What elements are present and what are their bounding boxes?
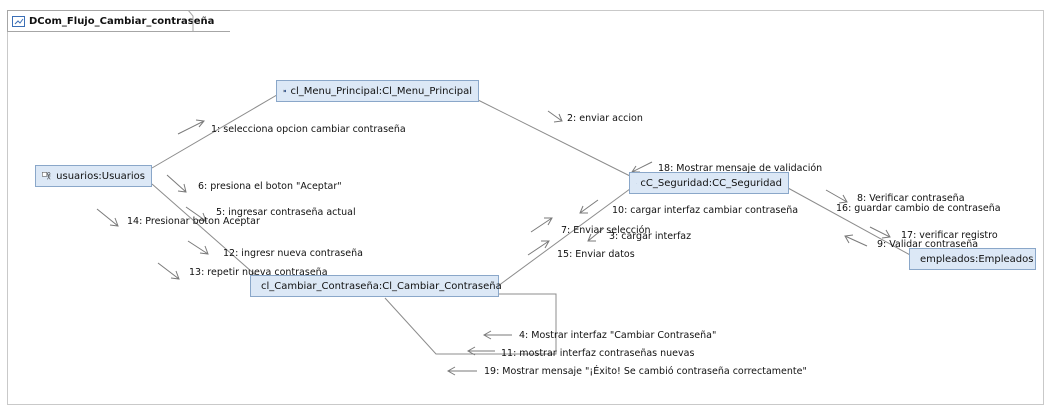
message-6: 6: presiona el boton "Aceptar" [198, 181, 342, 192]
arrow-11 [466, 346, 495, 356]
actor-icon [42, 172, 51, 180]
link-seguridad-empleados [787, 187, 913, 257]
message-13: 13: repetir nueva contraseña [189, 267, 328, 278]
arrow-13 [157, 262, 180, 280]
link-usuarios-menu [151, 91, 283, 169]
arrow-3 [587, 227, 605, 242]
boundary-icon [283, 89, 287, 93]
object-usuarios[interactable]: usuarios:Usuarios [35, 165, 152, 187]
arrow-2 [547, 110, 563, 123]
object-label: cl_Cambiar_Contraseña:Cl_Cambiar_Contras… [261, 280, 502, 292]
arrow-14 [96, 208, 119, 227]
message-19: 19: Mostrar mensaje "¡Éxito! Se cambió c… [484, 366, 807, 377]
message-7: 7: Enviar selección [561, 225, 651, 236]
message-12: 12: ingresr nueva contraseña [223, 248, 363, 259]
message-11: 11: mostrar interfaz contraseñas nuevas [501, 348, 695, 359]
message-10: 10: cargar interfaz cambiar contraseña [612, 205, 799, 216]
object-label: cl_Menu_Principal:Cl_Menu_Principal [290, 85, 472, 97]
message-9: 9: Validar contraseña [877, 239, 979, 250]
object-seguridad[interactable]: cC_Seguridad:CC_Seguridad [629, 172, 789, 194]
arrow-10 [579, 199, 599, 214]
message-1: 1: selecciona opcion cambiar contraseña [211, 124, 406, 135]
diagram-icon [12, 15, 25, 27]
arrow-8 [825, 189, 848, 204]
arrow-18 [631, 161, 653, 173]
message-2: 2: enviar accion [567, 113, 643, 124]
message-8: 8: Verificar contraseña [857, 193, 965, 204]
arrow-19 [446, 366, 477, 376]
arrow-17 [869, 226, 891, 239]
message-14: 14: Presionar boton Aceptar [127, 216, 260, 227]
object-label: cC_Seguridad:CC_Seguridad [640, 177, 782, 189]
message-17: 17: verificar registro [901, 230, 998, 241]
arrow-4 [482, 330, 512, 340]
tab-corner [184, 10, 194, 32]
message-3: 3: cargar interfaz [609, 231, 692, 242]
message-16: 16: guardar cambio de contraseña [836, 203, 1001, 214]
diagram-tab[interactable]: DCom_Flujo_Cambiar_contraseña [7, 10, 231, 32]
object-empleados[interactable]: empleados:Empleados [909, 248, 1036, 270]
message-15: 15: Enviar datos [557, 249, 635, 260]
arrow-6 [166, 174, 187, 193]
link-cambiar-self [384, 293, 557, 355]
object-label: empleados:Empleados [920, 253, 1034, 265]
arrow-9 [844, 234, 868, 247]
message-5: 5: ingresar contraseña actual [216, 207, 356, 218]
object-cambiar-contrasena[interactable]: cl_Cambiar_Contraseña:Cl_Cambiar_Contras… [250, 275, 502, 297]
diagram-canvas [7, 10, 1044, 405]
link-menu-seguridad [477, 99, 633, 178]
arrow-7 [530, 217, 553, 233]
arrow-5 [185, 206, 207, 222]
object-label: usuarios:Usuarios [56, 170, 145, 182]
message-18: 18: Mostrar mensaje de validación [658, 163, 823, 174]
diagram-title: DCom_Flujo_Cambiar_contraseña [29, 15, 215, 27]
arrow-12 [187, 240, 209, 255]
arrow-15 [527, 240, 550, 256]
link-cambiar-seguridad [497, 185, 635, 287]
arrow-1 [177, 119, 205, 135]
object-menu-principal[interactable]: cl_Menu_Principal:Cl_Menu_Principal [276, 80, 479, 102]
link-usuarios-cambiar [151, 183, 269, 287]
message-4: 4: Mostrar interfaz "Cambiar Contraseña" [519, 330, 717, 341]
